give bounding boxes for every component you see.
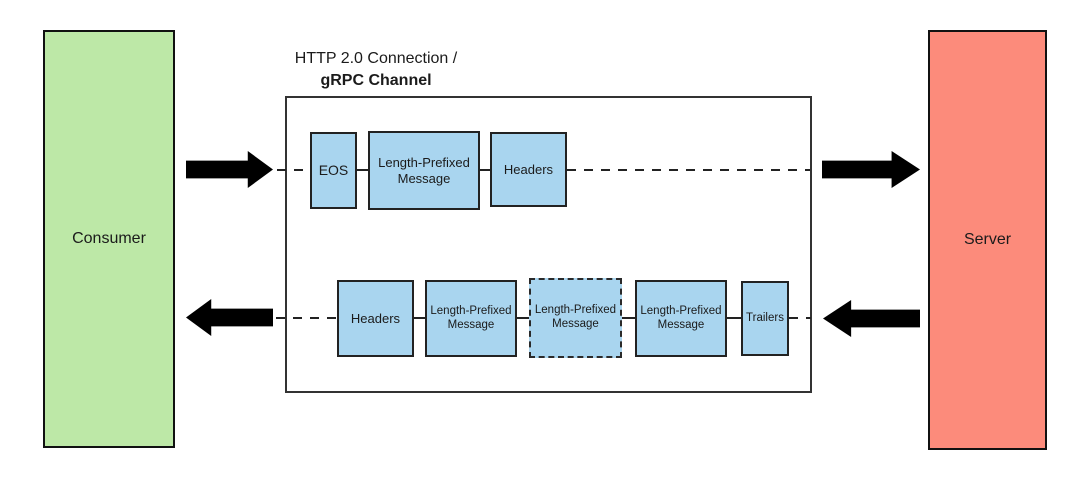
left-arrow-icon-channel-to-consumer [186, 299, 273, 336]
consumer-label: Consumer [72, 230, 146, 247]
channel-title: HTTP 2.0 Connection / gRPC Channel [290, 48, 462, 91]
right-arrow-icon-consumer-to-channel [186, 151, 273, 188]
left-arrow-icon-server-to-channel [823, 300, 920, 337]
channel-title-line2: gRPC Channel [320, 71, 432, 89]
channel-title-line1: HTTP 2.0 Connection / [294, 50, 458, 67]
server-box: Server [928, 30, 1047, 450]
frame-label: Length-Prefixed Message [378, 154, 470, 186]
response-frame-trailers: Trailers [741, 281, 789, 356]
frame-label: Length-Prefixed Message [534, 304, 617, 330]
frame-label: Length-Prefixed Message [640, 304, 722, 331]
consumer-box: Consumer [43, 30, 175, 448]
frame-label: Headers [503, 161, 554, 177]
dashed-line [276, 317, 337, 319]
frame-label: EOS [318, 162, 349, 179]
grpc-channel-box [285, 96, 812, 393]
connector-line [516, 317, 530, 319]
dashed-line [789, 317, 811, 319]
response-frame-length-prefixed-message-2-dashed: Length-Prefixed Message [529, 278, 622, 358]
request-frame-eos: EOS [310, 132, 357, 209]
frame-label: Length-Prefixed Message [430, 304, 512, 331]
response-frame-length-prefixed-message-3: Length-Prefixed Message [635, 280, 727, 357]
dashed-line [277, 169, 310, 171]
response-frame-length-prefixed-message-1: Length-Prefixed Message [425, 280, 517, 357]
frame-label: Headers [350, 310, 401, 326]
frame-label: Trailers [746, 311, 784, 324]
connector-line [356, 169, 369, 171]
response-frame-headers: Headers [337, 280, 414, 357]
request-frame-length-prefixed-message: Length-Prefixed Message [368, 131, 480, 210]
dashed-line [567, 169, 810, 171]
connector-line [479, 169, 491, 171]
request-frame-headers: Headers [490, 132, 567, 207]
connector-line [621, 317, 636, 319]
server-label: Server [963, 231, 1012, 248]
connector-line [413, 317, 426, 319]
right-arrow-icon-channel-to-server [822, 151, 920, 188]
connector-line [726, 317, 742, 319]
